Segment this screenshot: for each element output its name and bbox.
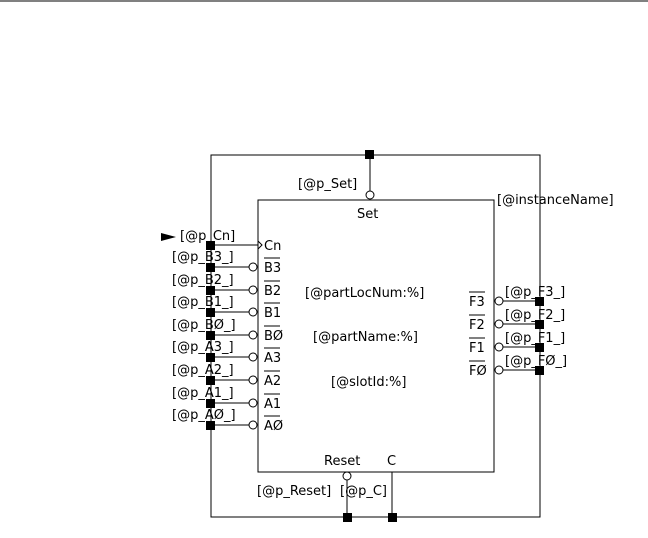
component-body (257, 199, 495, 473)
cn-net-label: [@p_Cn] (180, 229, 235, 244)
pin-a1-inversion-bubble (248, 398, 258, 408)
pin-b2[interactable]: B2 [@p_B2_] (172, 273, 281, 299)
pin-a2[interactable]: A2 [@p_A2_] (172, 363, 281, 389)
pin-b3-net-label: [@p_B3_] (172, 250, 234, 265)
reset-pin-label: Reset (324, 454, 360, 469)
pin-f3[interactable]: F3 [@p_F3_] (469, 285, 565, 310)
reset-net-label: [@p_Reset] (257, 484, 331, 499)
pin-b2-label: B2 (264, 284, 281, 299)
reset-pin[interactable]: Reset [@p_Reset] (257, 454, 360, 522)
pin-f1-connection-node (535, 343, 544, 352)
pin-b1-label: B1 (264, 306, 281, 321)
pin-a0-label: AØ (264, 419, 283, 434)
pin-b2-connection-node (206, 286, 215, 295)
pin-b3-connection-node (206, 263, 215, 272)
pin-a1[interactable]: A1 [@p_A1_] (172, 386, 281, 412)
pin-a3[interactable]: A3 [@p_A3_] (172, 340, 281, 366)
pin-f1-label: F1 (469, 341, 485, 356)
pin-b1-inversion-bubble (248, 307, 258, 317)
left-input-pins: B3 [@p_B3_] B2 [@p_B2_] B1 [@p_B1_] BØ [@p_BØ_]… (172, 250, 283, 434)
pin-a2-net-label: [@p_A2_] (172, 363, 234, 378)
pin-f2-inversion-bubble (494, 319, 504, 329)
pin-b2-inversion-bubble (248, 285, 258, 295)
pin-f3-connection-node (535, 297, 544, 306)
arrow-right-icon (161, 233, 176, 241)
pin-f2-net-label: [@p_F2_] (505, 308, 565, 323)
pin-b0-net-label: [@p_BØ_] (172, 318, 236, 333)
part-name-label: [@partName:%] (313, 330, 418, 345)
pin-b3[interactable]: B3 [@p_B3_] (172, 250, 281, 276)
slot-id-label: [@slotId:%] (331, 375, 406, 390)
pin-f0-label: FØ (469, 364, 487, 379)
pin-f3-label: F3 (469, 295, 485, 310)
reset-connection-node (343, 513, 352, 522)
pin-a3-connection-node (206, 353, 215, 362)
pin-a2-connection-node (206, 376, 215, 385)
pin-b0-inversion-bubble (248, 330, 258, 340)
pin-a0-net-label: [@p_AØ_] (172, 408, 236, 423)
c-pin-label: C (387, 454, 396, 469)
pin-b3-inversion-bubble (248, 262, 258, 272)
set-pin[interactable]: Set [@p_Set] (298, 150, 378, 222)
c-net-label: [@p_C] (340, 484, 387, 499)
pin-a0-inversion-bubble (248, 420, 258, 430)
cn-pin[interactable]: Cn [@p_Cn] (161, 229, 281, 254)
pin-f2[interactable]: F2 [@p_F2_] (469, 308, 565, 333)
pin-b1[interactable]: B1 [@p_B1_] (172, 295, 281, 321)
cn-connection-node (206, 241, 215, 250)
reset-inversion-bubble (342, 471, 352, 481)
pin-a1-net-label: [@p_A1_] (172, 386, 234, 401)
pin-a1-label: A1 (264, 397, 281, 412)
pin-a2-inversion-bubble (248, 375, 258, 385)
clock-indicator-icon (257, 240, 263, 250)
pin-f3-inversion-bubble (494, 296, 504, 306)
pin-b2-net-label: [@p_B2_] (172, 273, 234, 288)
set-pin-label: Set (357, 207, 378, 222)
set-connection-node (365, 150, 374, 159)
pin-f1-inversion-bubble (494, 342, 504, 352)
cn-pin-label: Cn (264, 239, 281, 254)
pin-f3-net-label: [@p_F3_] (505, 285, 565, 300)
instance-name-label: [@instanceName] (497, 193, 614, 208)
pin-a3-label: A3 (264, 351, 281, 366)
right-output-pins: F3 [@p_F3_] F2 [@p_F2_] F1 [@p_F1_] FØ [@p_FØ_] (469, 285, 567, 379)
part-loc-num-label: [@partLocNum:%] (305, 286, 424, 301)
pin-b1-connection-node (206, 308, 215, 317)
pin-f1-net-label: [@p_F1_] (505, 331, 565, 346)
pin-a2-label: A2 (264, 374, 281, 389)
pin-b0-connection-node (206, 331, 215, 340)
pin-a3-inversion-bubble (248, 352, 258, 362)
c-pin[interactable]: C [@p_C] (340, 454, 397, 522)
pin-f1[interactable]: F1 [@p_F1_] (469, 331, 565, 356)
pin-f0[interactable]: FØ [@p_FØ_] (469, 354, 567, 379)
pin-a0[interactable]: AØ [@p_AØ_] (172, 408, 283, 434)
pin-f2-label: F2 (469, 318, 485, 333)
pin-b0[interactable]: BØ [@p_BØ_] (172, 318, 283, 344)
c-connection-node (388, 513, 397, 522)
pin-a3-net-label: [@p_A3_] (172, 340, 234, 355)
pin-f0-net-label: [@p_FØ_] (505, 354, 567, 369)
pin-b0-label: BØ (264, 329, 283, 344)
pin-f0-inversion-bubble (494, 365, 504, 375)
pin-f0-connection-node (535, 366, 544, 375)
pin-f2-connection-node (535, 320, 544, 329)
pin-a0-connection-node (206, 421, 215, 430)
pin-a1-connection-node (206, 399, 215, 408)
pin-b1-net-label: [@p_B1_] (172, 295, 234, 310)
set-inversion-bubble (365, 190, 375, 200)
set-net-label: [@p_Set] (298, 177, 357, 192)
pin-b3-label: B3 (264, 261, 281, 276)
